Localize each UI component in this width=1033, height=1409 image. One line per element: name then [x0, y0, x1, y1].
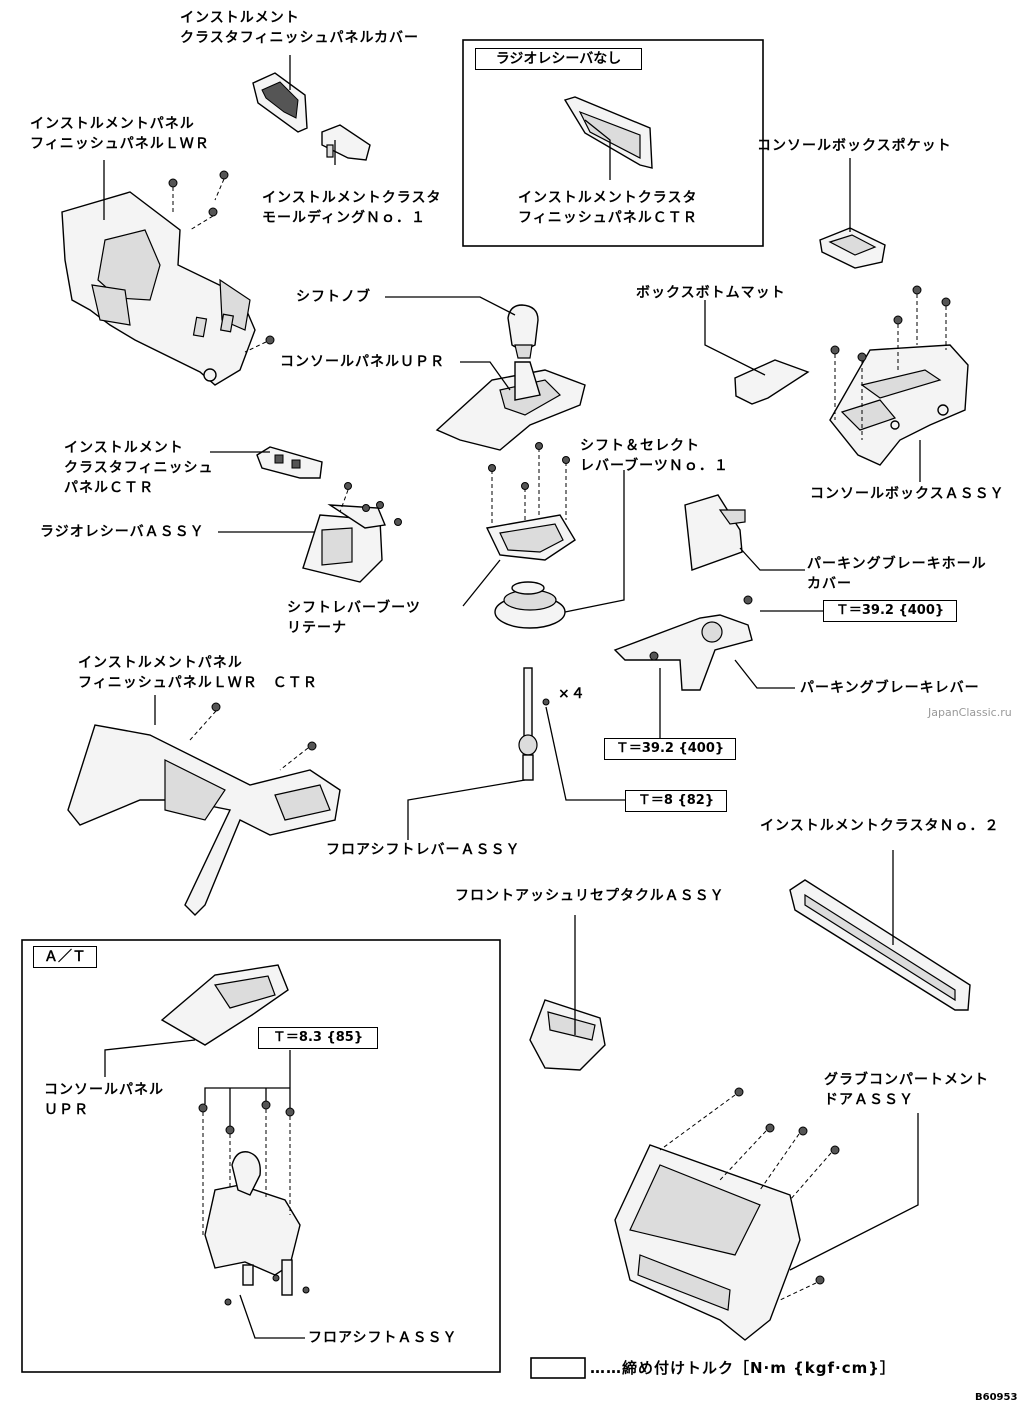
radio-receiver-none-tag: ラジオレシーバなし — [475, 48, 642, 70]
instrument-cluster-no2-part — [789, 879, 971, 1011]
at-tag: Ａ／Ｔ — [33, 946, 97, 968]
label-shift-knob: シフトノブ — [296, 289, 371, 305]
label-box-bottom-mat: ボックスボトムマット — [636, 285, 786, 301]
label-line: シフト＆セレクト — [580, 438, 700, 454]
legend-text: ……締め付けトルク［N·m {kgf·cm}］ — [590, 1359, 896, 1377]
label-console-box-assy: コンソールボックスＡＳＳＹ — [810, 486, 1005, 502]
label-console-box-pocket: コンソールボックスポケット — [757, 138, 952, 154]
label-line: リテーナ — [287, 620, 347, 636]
console-box-assy-part — [829, 344, 969, 466]
label-line: シフトレバーブーツ — [287, 600, 421, 616]
label-line: インストルメントクラスタ — [262, 190, 442, 206]
label-times-four: ×４ — [558, 686, 586, 702]
label-line: インストルメント — [64, 440, 184, 456]
label-glove-compartment-door: グラブコンパートメント ドアＡＳＳＹ — [824, 1070, 989, 1110]
boots-retainer-part — [485, 442, 576, 561]
screws-console-box — [830, 285, 951, 440]
label-line: インストルメントパネル — [30, 116, 195, 132]
label-line: インストルメントクラスタ — [518, 190, 698, 206]
console-panel-upr-part — [435, 361, 586, 451]
finish-panel-lwr-part — [61, 191, 256, 386]
label-finish-panel-lwr-ctr: インストルメントパネル フィニッシュパネルＬＷＲ ＣＴＲ — [78, 653, 318, 693]
label-shift-select-boots: シフト＆セレクト レバーブーツＮｏ．１ — [580, 436, 729, 476]
label-boots-retainer: シフトレバーブーツ リテーナ — [287, 598, 421, 638]
torque-floor-shift-lever: Ｔ＝8 {82} — [625, 790, 727, 812]
console-box-pocket-part — [819, 227, 886, 269]
label-front-ashtray: フロントアッシュリセプタクルＡＳＳＹ — [455, 888, 725, 904]
torque-at-shift: Ｔ＝8.3 {85} — [258, 1027, 378, 1049]
parking-brake-lever-part — [613, 595, 753, 691]
label-line: ＵＰＲ — [44, 1102, 89, 1118]
finish-panel-ctr-box-part — [563, 96, 653, 169]
torque-parking-brake-lower: Ｔ＝39.2 {400} — [604, 738, 736, 760]
label-line: グラブコンパートメント — [824, 1072, 989, 1088]
screws-lwr — [168, 170, 275, 353]
label-line: インストルメントパネル — [78, 655, 243, 671]
label-floor-shift-assy: フロアシフトＡＳＳＹ — [308, 1330, 458, 1346]
finish-panel-lwr-ctr-part — [67, 702, 341, 916]
label-line: フィニッシュパネルＬＷＲ — [30, 136, 210, 152]
shift-knob-part — [507, 304, 539, 359]
label-line: フィニッシュパネルＬＷＲ ＣＴＲ — [78, 675, 318, 691]
label-line: クラスタフィニッシュ — [64, 460, 214, 476]
torque-parking-brake-upper: Ｔ＝39.2 {400} — [823, 600, 957, 622]
label-finish-panel-ctr: インストルメント クラスタフィニッシュ パネルＣＴＲ — [64, 438, 213, 498]
label-line: レバーブーツＮｏ．１ — [580, 458, 729, 474]
label-line: ドアＡＳＳＹ — [824, 1092, 914, 1108]
label-line: カバー — [807, 576, 852, 592]
label-line: モールディングＮｏ．１ — [262, 210, 427, 226]
label-line: フィニッシュパネルＣＴＲ — [518, 210, 698, 226]
figure-code: B60953 — [975, 1392, 1018, 1403]
cluster-molding-no1-part — [321, 124, 371, 161]
label-cluster-molding-no1: インストルメントクラスタ モールディングＮｏ．１ — [262, 188, 441, 228]
legend-box — [530, 1357, 586, 1379]
finish-panel-cover-part — [252, 72, 308, 133]
label-line: コンソールパネル — [44, 1082, 164, 1098]
box-bottom-mat-part — [734, 359, 810, 405]
label-at-console-panel-upr: コンソールパネル ＵＰＲ — [44, 1080, 164, 1120]
watermark: JapanClassic.ru — [928, 706, 1012, 719]
label-line: インストルメント — [180, 10, 300, 26]
label-cluster-no2: インストルメントクラスタＮｏ．２ — [760, 818, 1000, 834]
finish-panel-ctr-part — [256, 446, 323, 479]
label-finish-panel-ctr-box: インストルメントクラスタ フィニッシュパネルＣＴＲ — [518, 188, 698, 228]
floor-shift-lever-part — [518, 667, 550, 781]
at-frame — [21, 939, 501, 1373]
label-line: パーキングブレーキホール — [807, 556, 987, 572]
label-parking-brake-hole-cover: パーキングブレーキホール カバー — [807, 554, 987, 594]
front-ashtray-part — [529, 999, 606, 1071]
label-console-panel-upr: コンソールパネルＵＰＲ — [280, 354, 445, 370]
label-finish-panel-lwr: インストルメントパネル フィニッシュパネルＬＷＲ — [30, 114, 210, 154]
parking-brake-hole-cover-part — [684, 494, 746, 571]
shift-boots-part — [494, 581, 566, 629]
label-finish-panel-cover: インストルメント クラスタフィニッシュパネルカバー — [180, 8, 419, 48]
leader-lines — [103, 55, 921, 1339]
label-floor-shift-lever-assy: フロアシフトレバーＡＳＳＹ — [326, 842, 521, 858]
at-floor-shift-part — [198, 1100, 310, 1306]
screws-radio — [339, 482, 402, 526]
label-line: パネルＣＴＲ — [64, 480, 154, 496]
at-console-panel-upr-part — [160, 964, 289, 1046]
glove-compartment-door-part — [614, 1087, 840, 1341]
label-parking-brake-lever: パーキングブレーキレバー — [800, 680, 980, 696]
radio-receiver-none-frame — [462, 39, 764, 247]
label-line: クラスタフィニッシュパネルカバー — [180, 30, 420, 46]
radio-receiver-assy-part — [302, 504, 386, 583]
label-radio-receiver-assy: ラジオレシーバＡＳＳＹ — [40, 524, 205, 540]
